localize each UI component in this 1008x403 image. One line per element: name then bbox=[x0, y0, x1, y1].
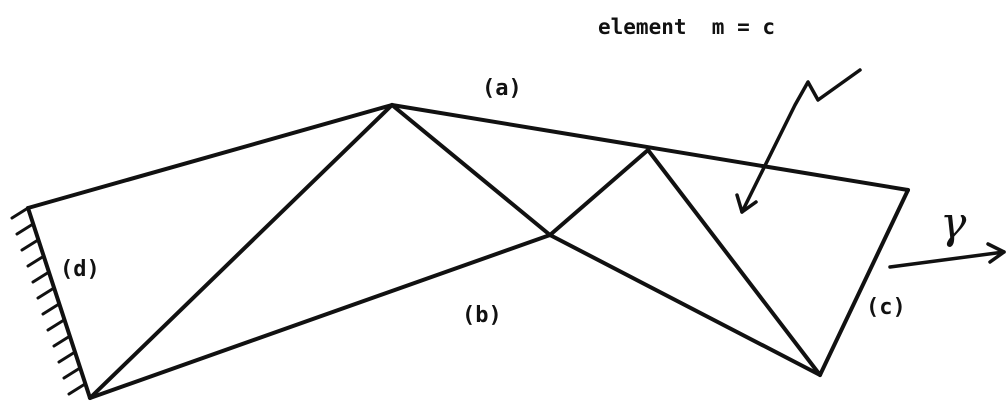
member-4 bbox=[646, 148, 822, 377]
truss-outline bbox=[26, 103, 910, 400]
member-1 bbox=[88, 103, 394, 400]
fixed-support bbox=[10, 206, 92, 400]
gamma-symbol: γ bbox=[940, 198, 967, 249]
label-c: (c) bbox=[866, 295, 906, 320]
label-b: (b) bbox=[462, 303, 502, 328]
edge-top-right bbox=[390, 103, 910, 192]
gamma-arrow bbox=[888, 242, 1006, 269]
truss-members bbox=[88, 103, 822, 400]
member-3 bbox=[548, 148, 650, 237]
element-caption: element m = c bbox=[598, 15, 775, 39]
element-pointer-arrow bbox=[735, 68, 862, 214]
edge-bottom-left bbox=[88, 233, 552, 400]
edge-right bbox=[818, 188, 910, 377]
edge-top-left bbox=[26, 103, 394, 210]
label-d: (d) bbox=[60, 257, 100, 282]
member-2 bbox=[390, 103, 552, 237]
label-a: (a) bbox=[482, 76, 522, 101]
edge-bottom-right bbox=[548, 233, 822, 377]
